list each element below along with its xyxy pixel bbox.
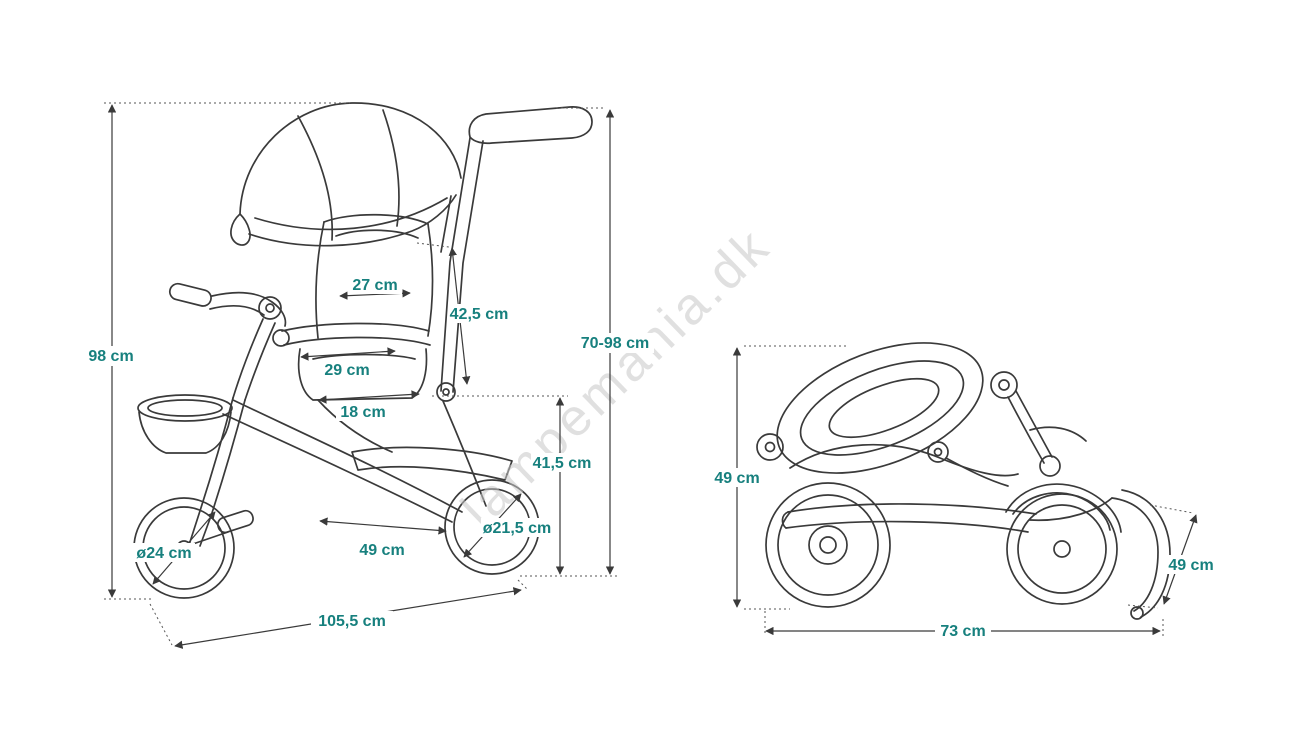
label-bg (348, 275, 402, 294)
label-bg (83, 346, 139, 366)
tricycle-folded-drawing (756, 342, 1171, 620)
dim-label-wheel-spacing: 49 cm (359, 542, 404, 559)
dim-label-seat-to-footrest: 18 cm (340, 404, 385, 421)
dim-wheel-spacing (319, 517, 447, 535)
footrest-platform (351, 446, 513, 481)
dim-seat-depth (300, 347, 396, 361)
dim-label-rear-wheel-diameter: ø21,5 cm (483, 520, 551, 537)
storage-basket (137, 394, 233, 454)
dim-label-rear-section-height: 41,5 cm (533, 455, 592, 472)
child-handlebar (168, 282, 287, 401)
label-bg (935, 621, 991, 640)
folded-push-handle (1111, 489, 1171, 620)
label-bg (355, 540, 409, 559)
folded-fender (1005, 483, 1122, 533)
folded-handlebar (990, 371, 1087, 477)
dim-label-folded-length: 73 cm (940, 623, 985, 640)
dim-label-front-wheel-diameter: ø24 cm (136, 545, 191, 562)
label-bg (320, 360, 374, 379)
label-bg (448, 304, 510, 323)
folded-left-wheel (765, 482, 891, 608)
folded-canopy-and-seat (756, 342, 1019, 487)
watermark: lampemania.dk (451, 216, 782, 539)
tricycle-unfolded-drawing (133, 102, 593, 599)
label-bg (481, 518, 553, 537)
dim-label-overall-height: 98 cm (88, 348, 133, 365)
dim-label-handle-height-range: 70-98 cm (581, 335, 650, 352)
canopy (230, 102, 462, 253)
label-bg (336, 402, 390, 421)
dim-label-folded-height: 49 cm (714, 470, 759, 487)
dim-label-backrest-width: 27 cm (352, 277, 397, 294)
dim-label-seat-depth: 29 cm (324, 362, 369, 379)
dimension-labels-folded: 49 cm 73 cm 49 cm (710, 468, 1220, 640)
dimension-labels-unfolded: 98 cm 27 cm 42,5 cm 29 cm 18 cm 70-98 cm… (83, 275, 654, 631)
folded-right-wheel (1006, 493, 1118, 605)
dim-label-parent-handle-length: 42,5 cm (450, 306, 509, 323)
label-bg (576, 333, 654, 353)
dim-seat-to-footrest (318, 390, 420, 404)
label-bg (133, 543, 195, 562)
parent-push-handle (436, 106, 593, 402)
dim-label-folded-width: 49 cm (1168, 557, 1213, 574)
label-bg (311, 611, 393, 631)
dim-label-overall-length: 105,5 cm (318, 613, 386, 630)
label-bg (531, 453, 593, 472)
dim-rear-section-height (432, 395, 568, 575)
dim-overall-height (104, 102, 350, 600)
label-bg (1162, 555, 1220, 574)
label-bg (710, 468, 764, 487)
